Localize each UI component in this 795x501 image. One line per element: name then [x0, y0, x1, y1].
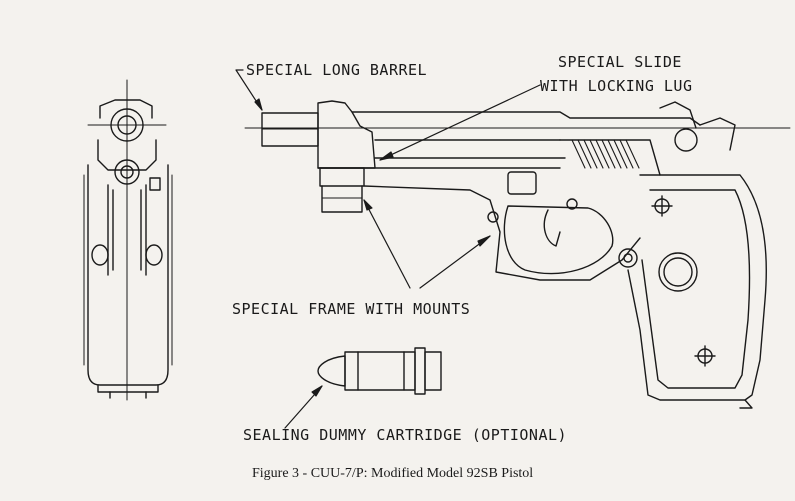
label-special-frame: SPECIAL FRAME WITH MOUNTS [232, 300, 471, 318]
label-sealing-dummy-cartridge: SEALING DUMMY CARTRIDGE (OPTIONAL) [243, 426, 568, 444]
label-special-slide: SPECIAL SLIDE [558, 53, 682, 71]
leader-lines [235, 69, 541, 429]
side-view-drawing [244, 100, 791, 409]
label-with-locking-lug: WITH LOCKING LUG [540, 77, 693, 95]
label-special-long-barrel: SPECIAL LONG BARREL [246, 61, 428, 79]
front-view-drawing [83, 79, 173, 401]
figure-caption: Figure 3 - CUU-7/P: Modified Model 92SB … [252, 466, 534, 481]
cartridge-drawing [317, 347, 442, 395]
